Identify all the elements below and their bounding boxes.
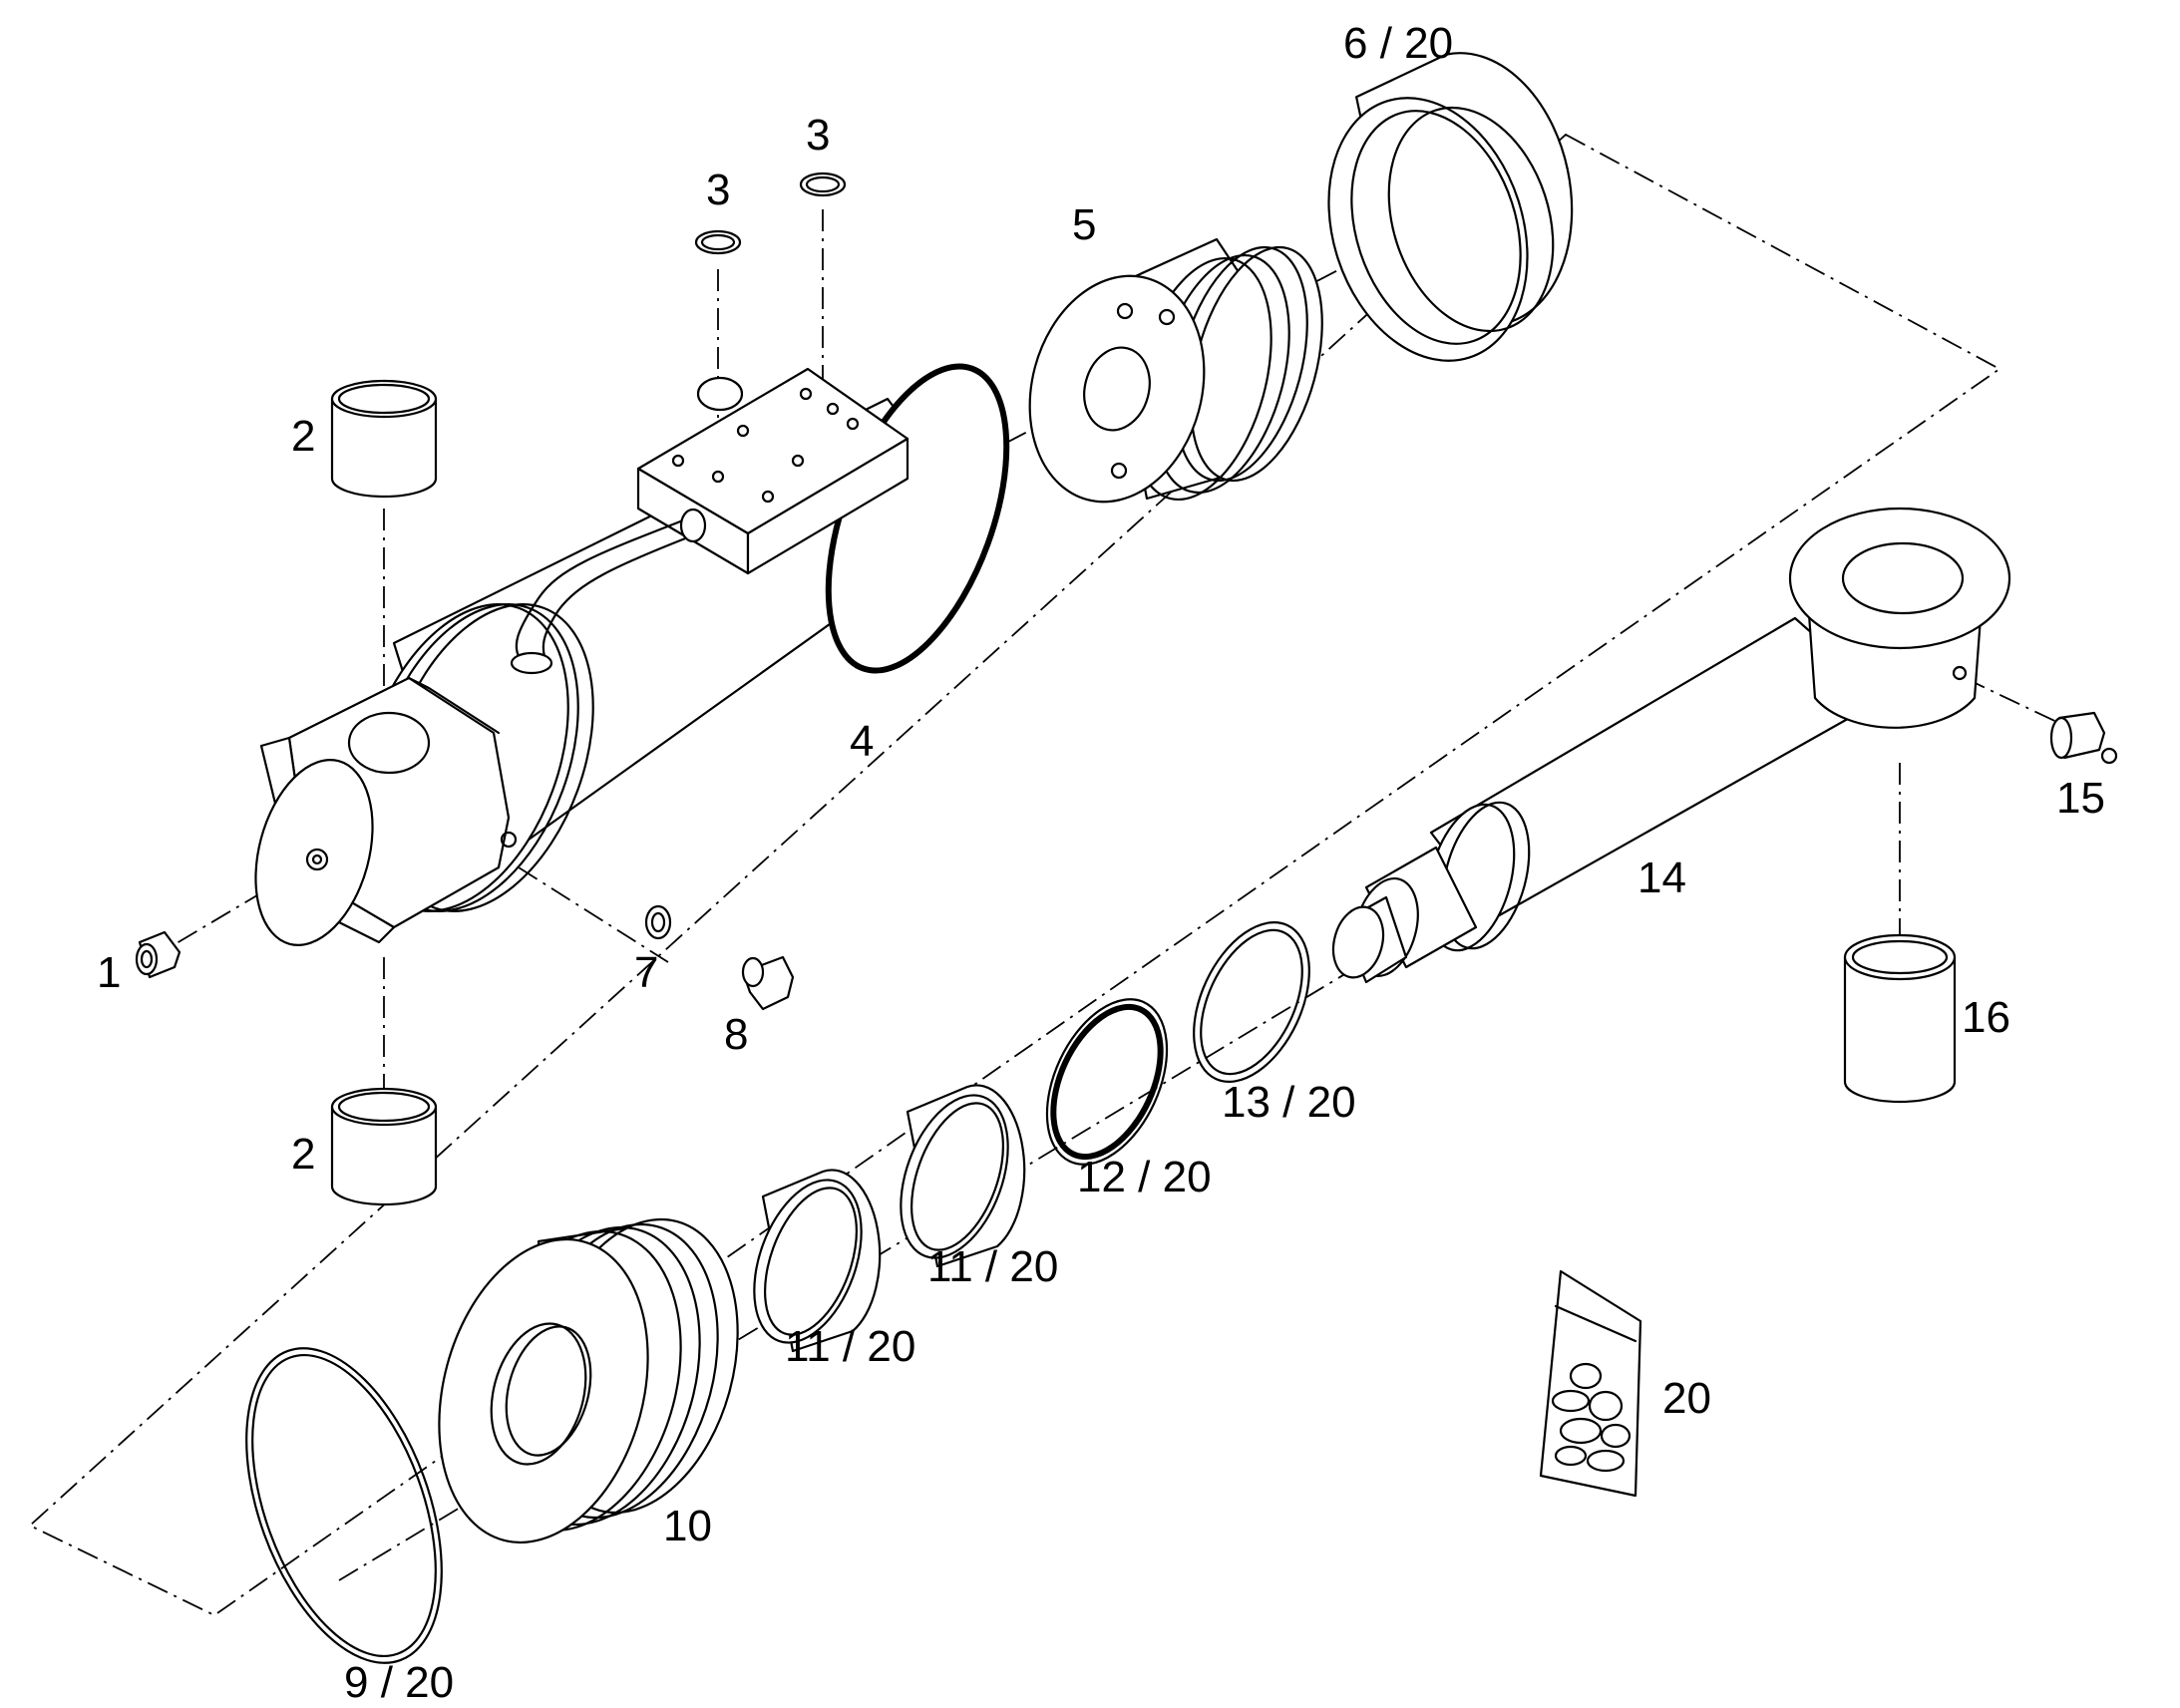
seal-part-12 xyxy=(1045,998,1169,1166)
label-part-3-right: 3 xyxy=(806,111,830,160)
guide-band-part-11-left xyxy=(753,1169,882,1353)
bushing-part-2-lower xyxy=(330,1087,438,1206)
grease-nipple-part-15 xyxy=(2049,711,2118,765)
o-ring-part-9 xyxy=(245,1347,443,1664)
seal-kit-boundary xyxy=(28,133,2001,1617)
label-part-13: 13 / 20 xyxy=(1222,1078,1356,1127)
label-part-15: 15 xyxy=(2056,774,2105,823)
o-ring-part-3-left xyxy=(694,229,742,255)
label-part-20: 20 xyxy=(1662,1374,1711,1423)
label-part-7: 7 xyxy=(634,948,658,997)
label-part-2-lower: 2 xyxy=(291,1130,315,1179)
seal-part-13 xyxy=(1193,921,1310,1083)
part-number-labels: 1 2 2 3 3 4 5 6 / 20 7 8 9 / 20 10 11 / … xyxy=(97,19,2105,1707)
seal-kit-bag-part-20 xyxy=(1539,1269,1642,1498)
label-part-14: 14 xyxy=(1637,854,1686,902)
manifold-bolt-holes xyxy=(671,387,860,504)
label-part-4: 4 xyxy=(850,717,874,766)
label-part-5: 5 xyxy=(1072,200,1096,249)
label-part-11-left: 11 / 20 xyxy=(785,1322,915,1371)
label-part-1: 1 xyxy=(97,948,121,997)
label-part-2-upper: 2 xyxy=(291,412,315,461)
guide-ring-part-6 xyxy=(1327,52,1574,362)
o-ring-part-3-right xyxy=(799,171,847,197)
screw-plug-part-8 xyxy=(741,955,795,1011)
piston-rod-part-14 xyxy=(1331,507,2011,984)
cylinder-tube-part-4 xyxy=(254,363,1010,946)
label-part-8: 8 xyxy=(724,1010,748,1059)
piston-part-10 xyxy=(438,1217,739,1544)
label-part-9: 9 / 20 xyxy=(344,1658,454,1707)
plug-part-1 xyxy=(135,930,182,979)
bushing-part-16 xyxy=(1843,933,1957,1104)
label-part-12: 12 / 20 xyxy=(1077,1153,1212,1201)
label-part-3-left: 3 xyxy=(706,166,730,214)
label-part-6: 6 / 20 xyxy=(1343,19,1453,68)
o-rings-in-bag xyxy=(1551,1362,1632,1473)
bushing-part-2-upper xyxy=(330,379,438,499)
washer-part-7 xyxy=(644,904,672,940)
label-part-10: 10 xyxy=(663,1502,712,1550)
label-part-16: 16 xyxy=(1962,993,2010,1042)
guide-band-part-11-right xyxy=(900,1084,1026,1268)
cylinder-head-part-5 xyxy=(1028,237,1323,504)
label-part-11-right: 11 / 20 xyxy=(927,1242,1058,1291)
